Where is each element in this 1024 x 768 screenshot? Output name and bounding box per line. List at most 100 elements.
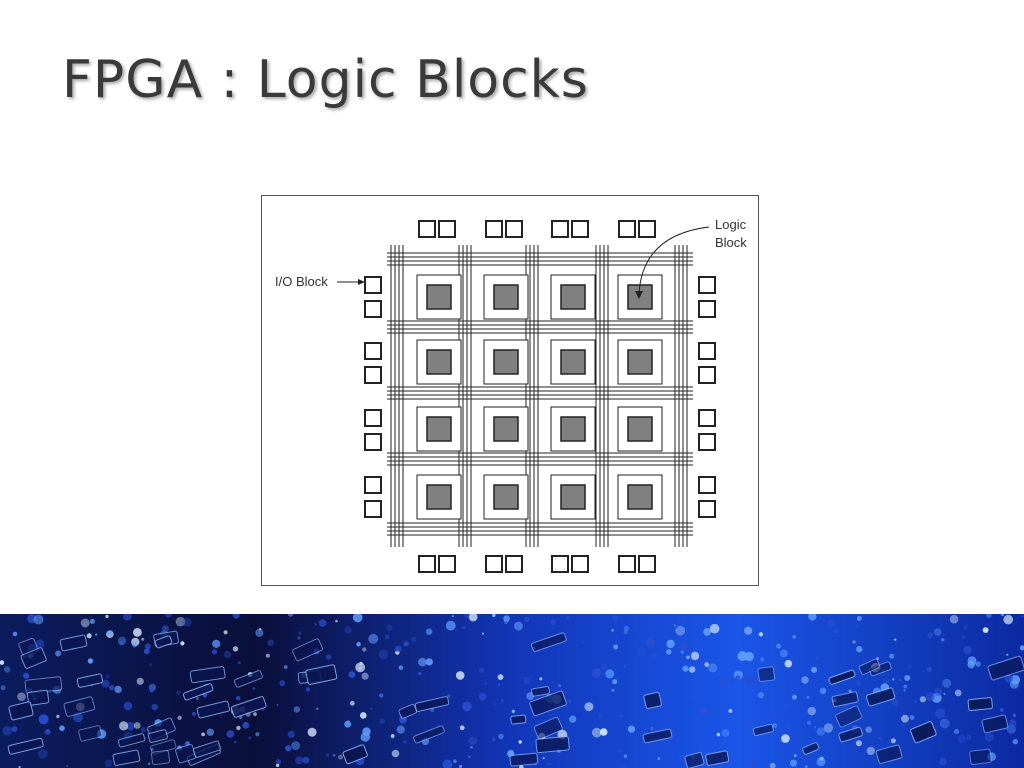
circuit-solder-dot <box>963 645 972 655</box>
circuit-solder-dot <box>418 657 427 667</box>
circuit-component <box>509 752 539 767</box>
circuit-solder-dot <box>379 718 385 724</box>
io-block-label: I/O Block <box>275 274 328 289</box>
circuit-component <box>182 683 214 701</box>
circuit-solder-dot <box>637 647 647 657</box>
fpga-diagram-svg: I/O Block Logic Block <box>261 195 759 586</box>
circuit-solder-dot <box>678 641 689 651</box>
circuit-component <box>78 725 103 742</box>
circuit-solder-dot <box>491 737 496 742</box>
circuit-component <box>642 728 673 744</box>
circuit-solder-dot <box>775 713 779 716</box>
circuit-component <box>196 700 231 719</box>
circuit-solder-dot <box>192 711 196 716</box>
circuit-solder-dot <box>459 725 465 731</box>
circuit-solder-dot <box>926 666 932 672</box>
circuit-component <box>26 689 50 706</box>
circuit-solder-dot <box>856 625 859 628</box>
circuit-solder-dot <box>957 734 966 743</box>
circuit-solder-dot <box>314 623 317 626</box>
logic-blocks-group <box>416 274 663 520</box>
circuit-solder-dot <box>23 672 30 679</box>
circuit-solder-dot <box>627 725 636 733</box>
circuit-solder-dot <box>675 625 686 636</box>
circuit-solder-dot <box>206 728 214 736</box>
circuit-solder-dot <box>149 688 154 693</box>
logic-block <box>627 416 653 442</box>
circuit-solder-dot <box>737 651 748 662</box>
circuit-solder-dot <box>942 678 952 688</box>
circuit-solder-dot <box>581 641 584 644</box>
io-block <box>571 555 589 573</box>
circuit-solder-dot <box>890 738 896 744</box>
circuit-component <box>828 669 856 685</box>
circuit-component <box>8 701 34 721</box>
circuit-solder-dot <box>749 760 756 767</box>
circuit-component <box>112 749 141 766</box>
io-block <box>698 366 716 384</box>
circuit-solder-dot <box>285 745 292 752</box>
circuit-solder-dot <box>902 724 905 727</box>
circuit-solder-dot <box>11 726 18 732</box>
circuit-solder-dot <box>425 628 433 635</box>
circuit-solder-dot <box>140 727 146 733</box>
circuit-solder-dot <box>982 627 989 633</box>
circuit-component <box>529 690 567 717</box>
io-block <box>571 220 589 238</box>
fpga-diagram: I/O Block Logic Block <box>261 195 759 586</box>
io-block <box>418 555 436 573</box>
circuit-solder-dot <box>119 641 124 646</box>
circuit-solder-dot <box>276 704 279 706</box>
circuit-component <box>292 638 324 662</box>
circuit-component <box>865 687 896 707</box>
circuit-solder-dot <box>2 726 12 736</box>
circuit-solder-dot <box>856 616 862 621</box>
logic-block <box>493 284 519 310</box>
circuit-solder-dot <box>935 708 946 719</box>
circuit-solder-dot <box>177 715 182 720</box>
circuit-solder-dot <box>807 706 817 716</box>
io-block <box>364 476 382 494</box>
io-block <box>638 555 656 573</box>
circuit-solder-dot <box>497 683 500 686</box>
circuit-solder-dot <box>212 639 221 648</box>
circuit-solder-dot <box>104 759 113 768</box>
circuit-solder-dot <box>147 762 151 766</box>
io-block-arrowhead <box>358 279 365 285</box>
circuit-solder-dot <box>59 725 65 731</box>
circuit-solder-dot <box>255 628 264 637</box>
circuit-solder-dot <box>114 685 122 694</box>
circuit-component <box>233 670 263 688</box>
circuit-solder-dot <box>253 712 257 716</box>
circuit-solder-dot <box>101 679 110 688</box>
circuit-solder-dot <box>806 695 810 699</box>
circuit-solder-dot <box>865 726 872 733</box>
circuit-solder-dot <box>523 676 531 684</box>
circuit-solder-dot <box>719 679 727 687</box>
circuit-solder-dot <box>943 692 946 695</box>
circuit-solder-dot <box>17 692 26 701</box>
circuit-solder-dot <box>391 749 400 758</box>
circuit-solder-dot <box>769 762 776 768</box>
circuit-solder-dot <box>105 614 109 619</box>
circuit-solder-dot <box>33 614 44 625</box>
circuit-solder-dot <box>283 665 288 669</box>
circuit-solder-dot <box>986 614 992 618</box>
circuit-solder-dot <box>211 649 218 655</box>
io-block <box>698 276 716 294</box>
circuit-solder-dot <box>223 650 232 659</box>
circuit-solder-dot <box>781 734 790 743</box>
logic-block-label-line1: Logic <box>715 217 747 232</box>
circuit-solder-dot <box>132 642 138 648</box>
circuit-board-banner <box>0 614 1024 768</box>
io-block <box>438 220 456 238</box>
circuit-solder-dot <box>35 639 45 648</box>
circuit-solder-dot <box>780 684 787 691</box>
circuit-component <box>59 634 88 652</box>
logic-block <box>560 416 586 442</box>
circuit-solder-dot <box>682 665 689 672</box>
circuit-component <box>533 716 563 740</box>
circuit-solder-dot <box>966 709 969 713</box>
logic-block <box>560 484 586 510</box>
circuit-solder-dot <box>793 754 797 757</box>
